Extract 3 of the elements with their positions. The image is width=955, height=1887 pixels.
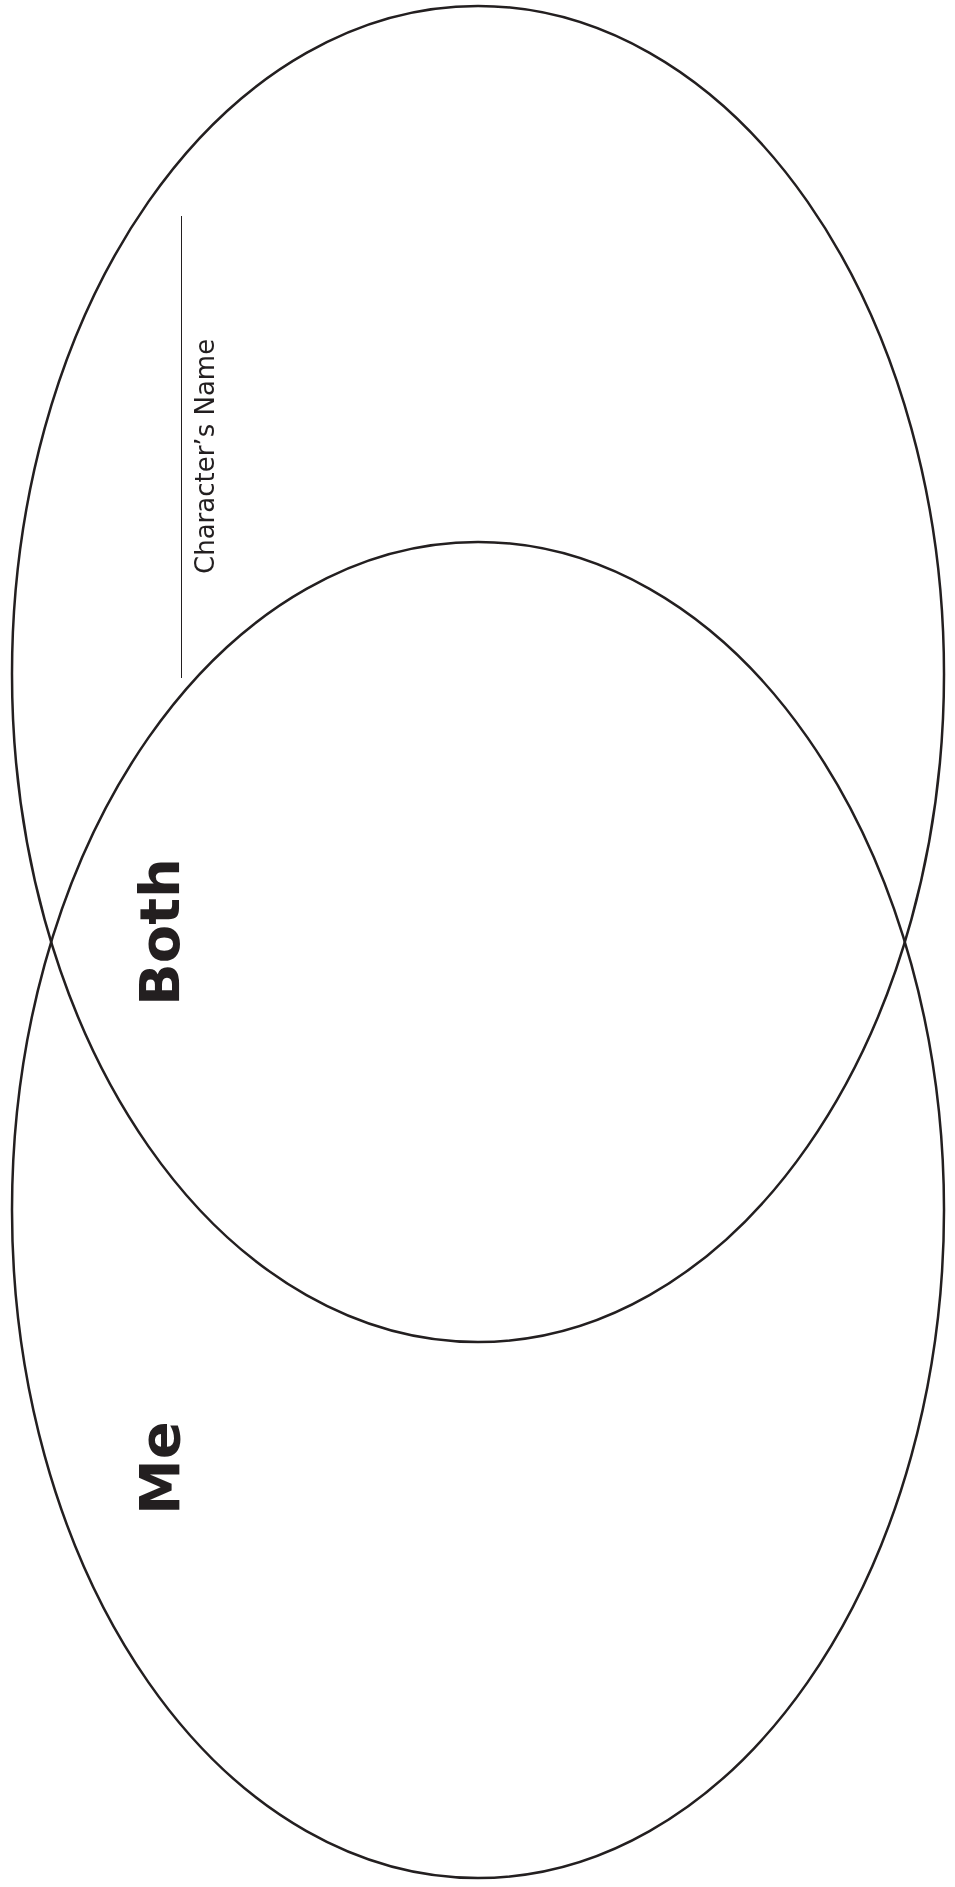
fill-in-caption: Character’s Name [192, 338, 218, 574]
region-heading: Me [132, 1421, 188, 1515]
region-heading: Both [132, 858, 188, 1006]
